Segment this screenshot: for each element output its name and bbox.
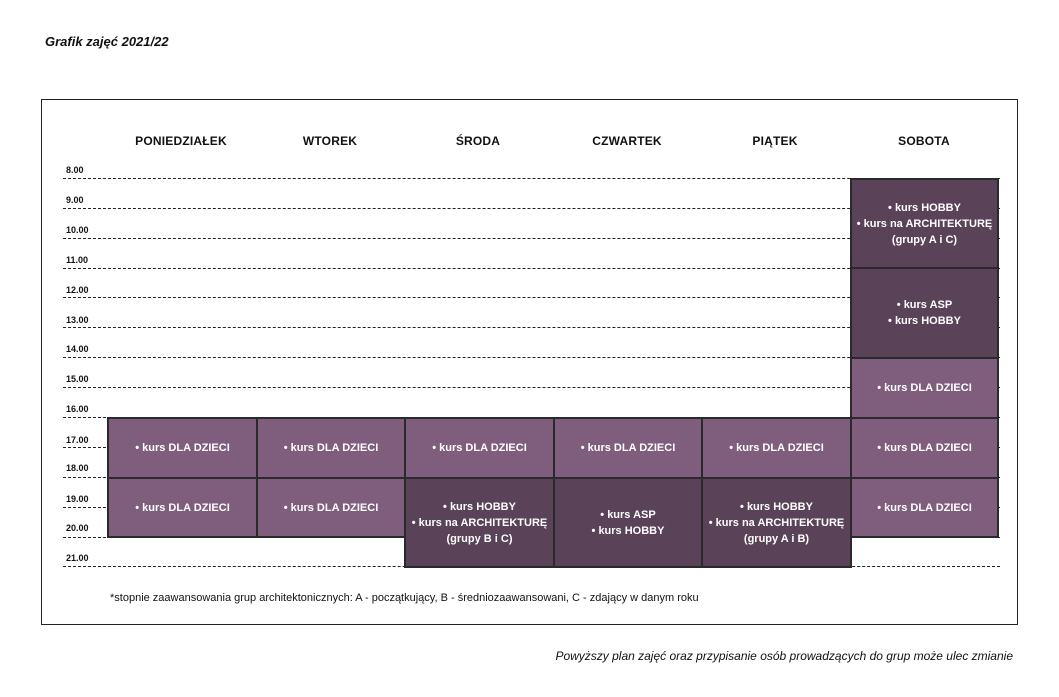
class-line: • kurs ASP	[600, 508, 656, 521]
class-line: • kurs DLA DZIECI	[283, 501, 379, 514]
class-line: • kurs na ARCHITEKTURĘ	[411, 516, 548, 529]
class-block-saturday-morning: • kurs HOBBY • kurs na ARCHITEKTURĘ (gru…	[850, 178, 999, 269]
class-block-tuesday-19: • kurs DLA DZIECI	[256, 477, 406, 538]
class-block-thursday-19: • kurs ASP • kurs HOBBY	[553, 477, 703, 568]
class-line: • kurs DLA DZIECI	[877, 382, 972, 394]
time-label: 11.00	[66, 255, 89, 265]
time-label: 13.00	[66, 315, 89, 325]
class-line: • kurs na ARCHITEKTURĘ	[708, 516, 845, 529]
time-label: 14.00	[66, 344, 89, 354]
class-line: • kurs DLA DZIECI	[877, 501, 972, 514]
time-label: 8.00	[66, 165, 84, 175]
class-block-saturday-afternoon: • kurs DLA DZIECI	[850, 357, 999, 419]
class-line: • kurs ASP	[896, 299, 953, 311]
hour-line	[63, 327, 1000, 328]
time-label: 18.00	[66, 463, 89, 473]
class-line: • kurs DLA DZIECI	[729, 442, 824, 454]
class-block-monday-17: • kurs DLA DZIECI	[107, 417, 258, 479]
day-header-friday: PIĄTEK	[752, 134, 798, 148]
class-block-friday-17: • kurs DLA DZIECI	[701, 417, 852, 479]
class-block-saturday-midday: • kurs ASP • kurs HOBBY	[850, 267, 999, 359]
class-block-saturday-17: • kurs DLA DZIECI	[850, 417, 999, 479]
class-line: • kurs DLA DZIECI	[877, 442, 972, 454]
hour-line	[63, 178, 1000, 179]
class-line: • kurs DLA DZIECI	[135, 501, 230, 514]
class-line: (grupy B i C)	[446, 532, 513, 545]
class-block-thursday-17: • kurs DLA DZIECI	[553, 417, 703, 479]
class-line: • kurs HOBBY	[888, 201, 961, 214]
class-line: • kurs HOBBY	[888, 315, 961, 327]
class-line: • kurs HOBBY	[591, 524, 665, 537]
day-header-wednesday: ŚRODA	[455, 134, 501, 148]
schedule-frame	[41, 99, 1018, 625]
time-label: 9.00	[66, 195, 84, 205]
day-header-monday: PONIEDZIAŁEK	[135, 134, 227, 148]
time-label: 12.00	[66, 285, 89, 295]
time-label: 21.00	[66, 553, 89, 563]
schedule-title: Grafik zajęć 2021/22	[45, 34, 169, 49]
class-line: • kurs na ARCHITEKTURĘ	[856, 217, 993, 230]
hour-line	[63, 357, 1000, 358]
class-block-tuesday-17: • kurs DLA DZIECI	[256, 417, 406, 479]
time-label: 19.00	[66, 494, 89, 504]
class-line: • kurs HOBBY	[740, 500, 813, 513]
hour-line	[63, 208, 1000, 209]
class-block-wednesday-19: • kurs HOBBY • kurs na ARCHITEKTURĘ (gru…	[404, 477, 555, 568]
day-header-tuesday: WTOREK	[302, 134, 358, 148]
time-label: 15.00	[66, 374, 89, 384]
class-block-saturday-19: • kurs DLA DZIECI	[850, 477, 999, 538]
class-line: • kurs DLA DZIECI	[432, 442, 527, 454]
hour-line	[63, 297, 1000, 298]
class-line: • kurs DLA DZIECI	[580, 442, 676, 454]
class-block-monday-19: • kurs DLA DZIECI	[107, 477, 258, 538]
class-line: • kurs HOBBY	[443, 500, 516, 513]
time-label: 17.00	[66, 435, 89, 445]
class-line: (grupy A i B)	[743, 532, 810, 545]
hour-line	[63, 238, 1000, 239]
class-line: • kurs DLA DZIECI	[135, 442, 230, 454]
day-header-thursday: CZWARTEK	[592, 134, 662, 148]
hour-line	[63, 268, 1000, 269]
class-line: (grupy A i C)	[891, 233, 958, 246]
day-header-saturday: SOBOTA	[898, 134, 950, 148]
hour-line	[63, 387, 1000, 388]
time-label: 16.00	[66, 404, 89, 414]
class-block-wednesday-17: • kurs DLA DZIECI	[404, 417, 555, 479]
time-label: 10.00	[66, 225, 89, 235]
time-label: 20.00	[66, 523, 89, 533]
class-block-friday-19: • kurs HOBBY • kurs na ARCHITEKTURĘ (gru…	[701, 477, 852, 568]
footnote: *stopnie zaawansowania grup architektoni…	[110, 592, 699, 604]
disclaimer: Powyższy plan zajęć oraz przypisanie osó…	[555, 649, 1013, 663]
class-line: • kurs DLA DZIECI	[283, 442, 379, 454]
